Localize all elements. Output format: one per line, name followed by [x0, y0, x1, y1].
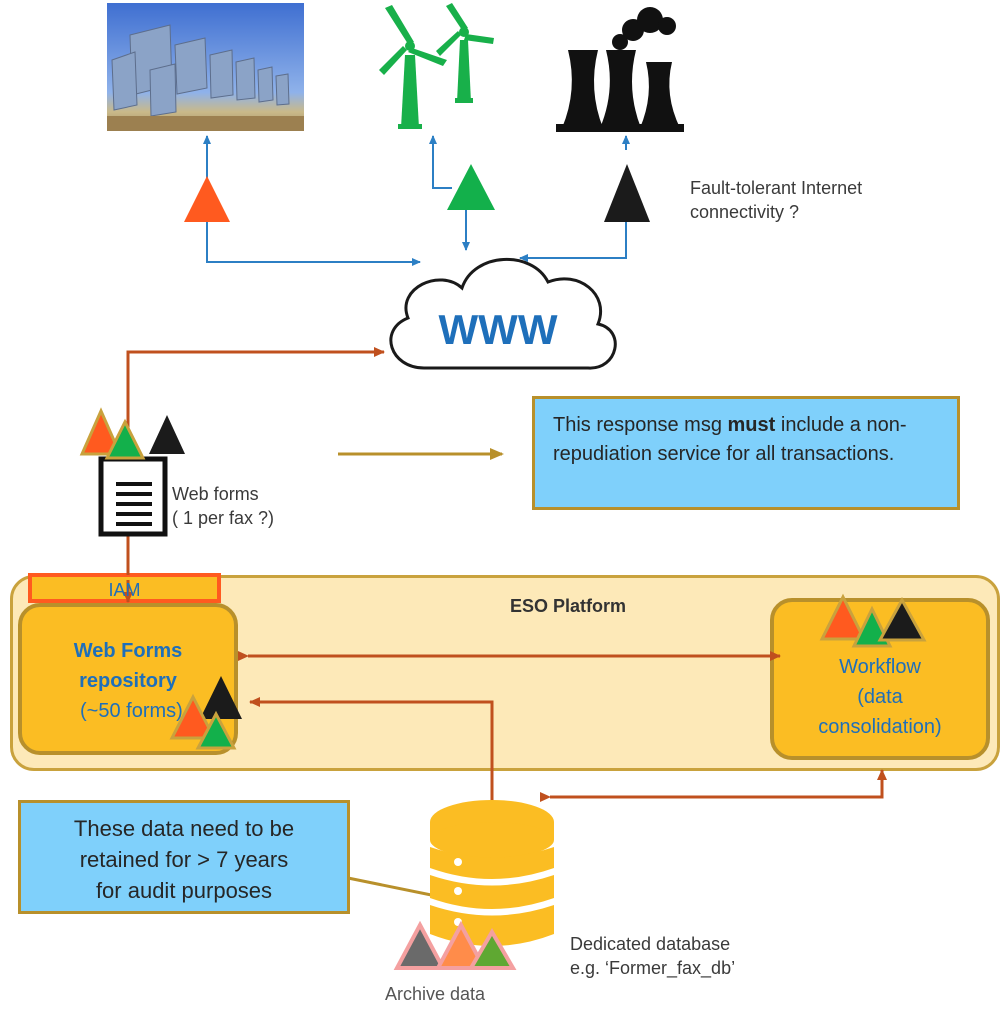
black-triangle-icon — [877, 596, 927, 642]
retention-connector — [347, 876, 447, 900]
power-plant-icon — [556, 7, 684, 132]
database-label: Dedicated database e.g. ‘Former_fax_db’ — [570, 934, 736, 978]
platform-title: ESO Platform — [510, 596, 627, 616]
repository-label: Web Forms repository (~50 forms) — [73, 640, 183, 722]
black-triangle-icon — [149, 415, 185, 454]
retention-callout: These data need to be retained for > 7 y… — [18, 800, 350, 914]
black-triangle-icon — [604, 164, 650, 222]
orange-triangle-icon — [434, 920, 488, 970]
wind-turbines-icon — [379, 3, 494, 129]
response-callout: This response msg must include a non-rep… — [532, 396, 960, 510]
iam-label: IAM — [108, 580, 141, 600]
black-triangle-icon — [393, 920, 447, 970]
green-triangle-icon — [195, 710, 237, 750]
database-icon[interactable] — [430, 800, 554, 946]
www-cloud[interactable] — [389, 258, 617, 370]
orange-triangle-icon — [79, 407, 123, 456]
black-triangle-icon — [200, 676, 242, 719]
green-triangle-icon — [467, 928, 517, 970]
www-label: WWW — [438, 306, 558, 353]
web-forms-repository-box[interactable] — [18, 603, 238, 755]
orange-triangle-icon — [169, 693, 217, 740]
web-forms-label: Web forms ( 1 per fax ?) — [172, 484, 275, 528]
orange-triangle-icon — [184, 176, 230, 222]
connectivity-note: Fault-tolerant Internet connectivity ? — [690, 178, 863, 222]
green-triangle-icon — [104, 418, 146, 460]
document-icon — [98, 456, 168, 537]
orange-triangle-icon — [819, 593, 867, 641]
archive-label: Archive data — [385, 984, 486, 1004]
workflow-label: Workflow (data consolidation) — [818, 656, 942, 738]
solar-plant-image — [107, 3, 304, 131]
green-triangle-icon — [447, 164, 495, 210]
internet-links — [203, 135, 630, 266]
